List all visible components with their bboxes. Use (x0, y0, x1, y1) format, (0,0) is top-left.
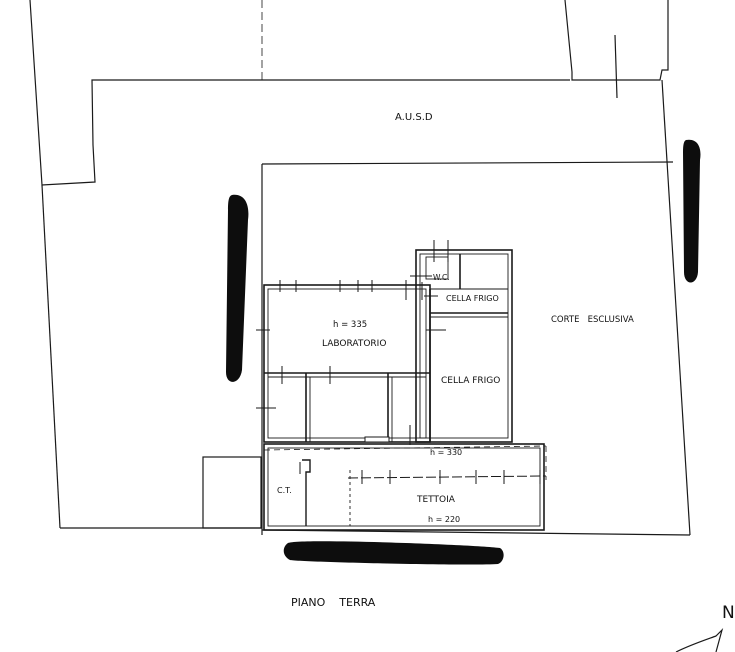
door-gap-bottom (364, 436, 390, 443)
cold-store-block-inner (419, 253, 509, 439)
left-lot-boundary (29, 0, 262, 186)
north-label: N (722, 603, 735, 623)
ausd-divider (261, 161, 674, 165)
wc-fixture (425, 256, 449, 280)
redaction-bar-bottom (283, 541, 504, 565)
height-220-label: h = 220 (428, 515, 460, 524)
building-outer-wall (263, 284, 431, 443)
right-boundary (661, 79, 691, 536)
laboratorio-label: LABORATORIO (322, 339, 386, 349)
top-right-tick (614, 34, 618, 99)
height-330-label: h = 330 (430, 448, 462, 457)
cella-frigo-large-label: CELLA FRIGO (441, 376, 500, 386)
cella-frigo-small-label: CELLA FRIGO (446, 294, 499, 303)
tettoia-label: TETTOIA (416, 495, 456, 505)
ct-label: C.T. (277, 486, 292, 495)
north-arrow-icon (675, 627, 724, 652)
lower-dash (263, 445, 547, 451)
left-outer-boundary (41, 184, 61, 529)
bottom-boundary-right (261, 529, 691, 536)
redaction-bar-right (683, 139, 701, 283)
lab-height-label: h = 335 (333, 320, 367, 330)
tettoia-outer (263, 443, 545, 531)
tettoia-area (263, 443, 547, 531)
wc-label: W.C. (433, 273, 450, 282)
redaction-bar-left (226, 194, 249, 382)
ct-wall (302, 459, 311, 526)
piano-terra-label: PIANO TERRA (291, 596, 376, 609)
building (263, 249, 513, 443)
beam-line (347, 475, 547, 479)
corte-esclusiva-label: CORTE ESCLUSIVA (551, 315, 634, 325)
site-boundaries (29, 0, 691, 536)
ausd-label: A.U.S.D (395, 112, 433, 123)
openings (256, 240, 541, 484)
small-annex (202, 456, 262, 529)
top-right-lot-edge (564, 0, 669, 81)
building-inner-wall (267, 288, 427, 439)
cold-store-block (415, 249, 513, 443)
redaction-marks (226, 139, 701, 565)
